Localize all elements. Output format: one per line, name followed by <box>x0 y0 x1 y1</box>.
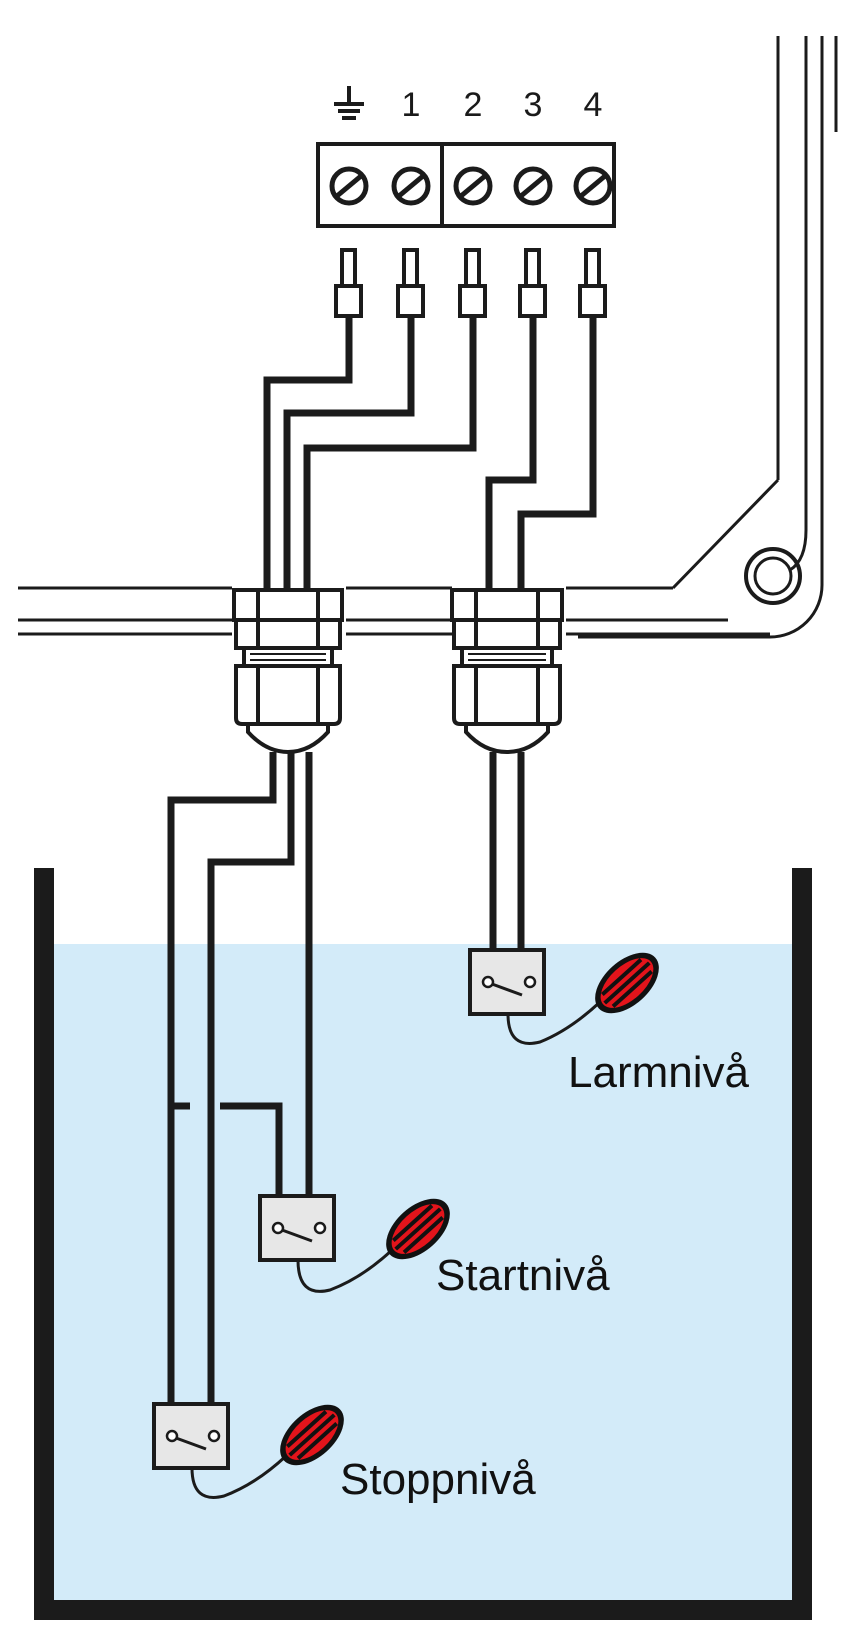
terminal-screw <box>573 166 613 206</box>
internal-wires <box>263 318 597 598</box>
wire-1 <box>283 318 415 598</box>
wire-ferrule <box>334 248 363 318</box>
earth-ground-icon <box>334 86 364 120</box>
wire-2 <box>303 318 477 598</box>
wire-ferrule <box>396 248 425 318</box>
float-icon <box>386 1198 450 1260</box>
terminal-screw <box>391 166 431 206</box>
terminal-label: 3 <box>524 86 543 124</box>
wire-ferrule <box>458 248 487 318</box>
cable-gland-left <box>232 588 344 755</box>
enclosure-corner <box>578 36 838 639</box>
cable-start-3 <box>220 1102 283 1196</box>
terminal-label: 1 <box>402 86 421 124</box>
terminal-label: 4 <box>584 86 603 124</box>
wire-3 <box>485 318 537 598</box>
cable-stop-1 <box>167 752 277 1404</box>
cable-stop-2 <box>207 752 295 1404</box>
float-switch-start: Startnivå <box>258 1194 610 1300</box>
mounting-hole <box>744 547 802 605</box>
float-icon <box>280 1404 344 1466</box>
terminal-screw <box>453 166 493 206</box>
float-label-stop: Stoppnivå <box>340 1455 536 1504</box>
external-cables <box>167 752 525 1404</box>
tank-water <box>52 944 792 1600</box>
tank-bottom <box>34 1600 812 1620</box>
tank <box>34 868 812 1620</box>
wire-ferrules <box>334 248 607 318</box>
float-label-alarm: Larmnivå <box>568 1048 749 1097</box>
enclosure-wall <box>18 586 770 636</box>
wire-ferrule <box>518 248 547 318</box>
terminal-screw <box>329 166 369 206</box>
terminal-label: 2 <box>464 86 483 124</box>
float-switch-stop: Stoppnivå <box>152 1402 536 1504</box>
wire-ferrule <box>578 248 607 318</box>
terminal-screw <box>513 166 553 206</box>
float-switch-alarm: Larmnivå <box>468 948 749 1097</box>
tank-wall-left <box>34 868 54 1620</box>
terminal-block: 1 2 3 4 <box>316 86 616 228</box>
wire-ground <box>263 318 353 598</box>
float-label-start: Startnivå <box>436 1251 610 1300</box>
wire-4 <box>517 318 597 598</box>
tank-wall-right <box>792 868 812 1620</box>
cable-gland-right <box>450 588 564 755</box>
float-icon <box>595 952 659 1014</box>
